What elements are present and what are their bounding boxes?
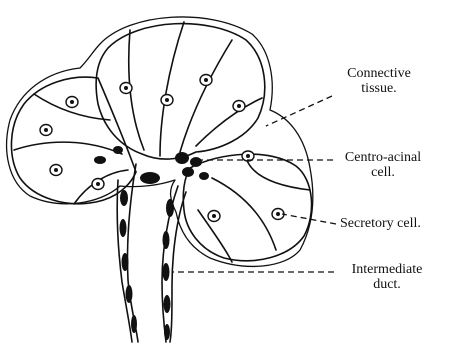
- label-connective-tissue: Connective tissue.: [339, 66, 419, 96]
- duct-cell-nucleus: [164, 295, 171, 313]
- centro-acinal-cell: [94, 156, 106, 164]
- label-line: duct.: [339, 277, 435, 292]
- label-line: Connective: [339, 66, 419, 81]
- top-acinus-cell-wall: [196, 98, 262, 146]
- left-acinus-cell-wall: [14, 142, 122, 154]
- nucleolus: [204, 78, 208, 82]
- centro-acinal-cell: [175, 152, 189, 164]
- duct-cell-nucleus: [164, 324, 170, 340]
- centro-acinal-cell: [190, 157, 202, 167]
- duct-cell-nucleus: [131, 315, 137, 333]
- nucleolus: [124, 86, 128, 90]
- label-line: cell.: [337, 165, 429, 180]
- right-acinus-cell-wall: [212, 178, 276, 250]
- duct-cell-nucleus: [126, 285, 133, 303]
- top-acinus-cell-wall: [160, 22, 184, 156]
- label-line: Centro-acinal: [337, 150, 429, 165]
- nucleolus: [70, 100, 74, 104]
- nucleolus: [237, 104, 241, 108]
- centro-acinal-cell: [113, 146, 123, 154]
- label-line: tissue.: [339, 81, 419, 96]
- leader-line-connective: [266, 96, 332, 126]
- nucleolus: [276, 212, 280, 216]
- centro-acinal-cell: [182, 167, 194, 177]
- centro-acinal-cell: [199, 172, 209, 180]
- duct-cell-nucleus: [120, 190, 128, 206]
- duct-cell-nucleus: [166, 199, 174, 217]
- duct-cell-nucleus: [163, 263, 170, 281]
- label-intermediate-duct: Intermediate duct.: [339, 262, 435, 292]
- duct-cell-nucleus: [163, 231, 170, 249]
- centro-acinal-cell: [140, 172, 160, 184]
- label-secretory-cell: Secretory cell.: [340, 216, 462, 231]
- right-acinus-cell-wall: [246, 158, 310, 190]
- top-acinus-cell-wall: [180, 40, 232, 152]
- label-line: Intermediate: [339, 262, 435, 277]
- nucleolus: [165, 98, 169, 102]
- label-centro-acinal-cell: Centro-acinal cell.: [337, 150, 429, 180]
- duct-cell-nucleus: [120, 219, 127, 237]
- label-line: Secretory cell.: [340, 216, 462, 231]
- nucleolus: [96, 182, 100, 186]
- intermediate-duct-wall: [127, 164, 138, 342]
- nucleolus: [54, 168, 58, 172]
- right-acinus-outline: [183, 154, 311, 261]
- nucleolus: [212, 214, 216, 218]
- duct-cell-nucleus: [122, 253, 129, 271]
- nucleolus: [246, 154, 250, 158]
- nucleolus: [44, 128, 48, 132]
